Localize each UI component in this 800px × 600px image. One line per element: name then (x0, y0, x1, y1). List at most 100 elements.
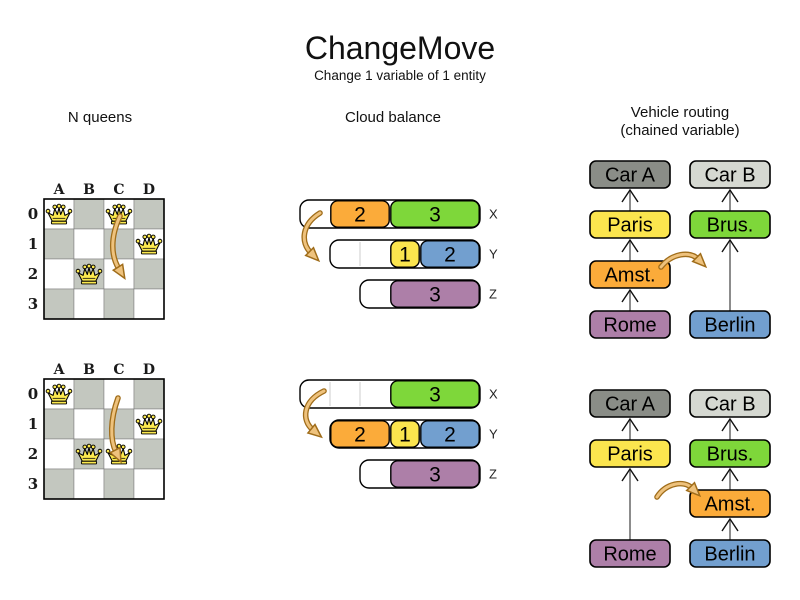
board-column-label: A (53, 362, 66, 378)
board-row-label: 0 (28, 385, 38, 403)
vrp-box-label: Paris (607, 444, 653, 466)
computer-label: Y (489, 247, 498, 262)
board-column-label: B (83, 362, 95, 378)
board-cell (133, 198, 165, 230)
chain-arrowhead (721, 417, 739, 432)
board-column-label: D (143, 182, 155, 198)
process-size-label: 3 (429, 464, 441, 487)
board-cell (133, 378, 165, 410)
board-cell (73, 288, 105, 320)
board-column-label: C (113, 182, 124, 198)
vrp-box-rome: Rome (589, 539, 671, 568)
board-cell (73, 228, 105, 260)
chain-arrowhead (721, 238, 739, 253)
move-arrow-body (108, 396, 122, 464)
section-title-vrp-line1: Vehicle routing (630, 104, 730, 121)
vrp-box-label: Brus. (707, 444, 754, 466)
vrp-box-berlin: Berlin (689, 310, 771, 339)
chain-link (621, 467, 639, 540)
chain-link (621, 238, 639, 261)
vrp-box-label: Car A (605, 394, 656, 416)
board-row-label: 2 (28, 265, 38, 283)
board-cell (73, 198, 105, 230)
vrp-box-rect (689, 539, 771, 568)
move-arrow-nqueens-before (109, 213, 126, 281)
process-size-label: 3 (429, 384, 441, 407)
chain-arrowhead (621, 188, 639, 203)
move-arrow-cloud-before (301, 210, 323, 263)
process-block-purple (390, 460, 480, 488)
computer-label: Z (489, 467, 497, 482)
board-cell (133, 468, 165, 500)
chain-link (621, 417, 639, 440)
board-column-label: B (83, 182, 95, 198)
process-size-label: 1 (399, 244, 411, 267)
process-size-label: 2 (444, 424, 456, 447)
vrp-box-amst: Amst. (689, 489, 771, 518)
board-cell (103, 288, 135, 320)
chain-arrowhead (621, 288, 639, 303)
vrp-box-rome: Rome (589, 310, 671, 339)
process-size-label: 2 (354, 204, 366, 227)
computer-label: Y (489, 427, 498, 442)
move-arrow-body (302, 211, 322, 263)
board-cell (133, 258, 165, 290)
vrp-box-rect (589, 210, 671, 239)
board-cell (103, 228, 135, 260)
move-arrow-body (655, 481, 702, 499)
vrp-box-label: Berlin (704, 544, 755, 566)
chain-arrowhead (721, 517, 739, 532)
page-subtitle: Change 1 variable of 1 entity (314, 68, 486, 83)
vrp-box-label: Rome (603, 315, 656, 337)
vrp-box-brus: Brus. (689, 210, 771, 239)
board-cell (73, 468, 105, 500)
section-title-nqueens: N queens (67, 109, 133, 126)
process-block-orange (330, 420, 390, 448)
page-title: ChangeMove (304, 30, 496, 66)
move-arrow-body (659, 252, 708, 269)
board-row-label: 1 (28, 415, 38, 433)
chain-link (721, 417, 739, 440)
process-block-blue (420, 420, 480, 448)
vrp-box-cara: Car A (589, 389, 671, 418)
board-row-label: 0 (28, 205, 38, 223)
board-row-label: 1 (28, 235, 38, 253)
board-row-label: 3 (28, 295, 38, 313)
board-cell (43, 228, 75, 260)
vrp-box-label: Rome (603, 544, 656, 566)
chain-link (721, 467, 739, 490)
chain-link (721, 188, 739, 211)
move-arrows (108, 210, 708, 500)
chain-arrowhead (721, 188, 739, 203)
board-cell (133, 288, 165, 320)
process-block-orange (330, 200, 390, 228)
section-title-cloud: Cloud balance (345, 109, 441, 126)
vrp-box-rect (589, 389, 671, 418)
process-block-purple (390, 280, 480, 308)
chain-arrowhead (621, 467, 639, 482)
vrp-box-rect (689, 160, 771, 189)
board-cell (43, 288, 75, 320)
vrp-box-rect (689, 210, 771, 239)
vrp-box-label: Paris (607, 215, 653, 237)
board-cell (103, 408, 135, 440)
move-arrow-vrp-before (658, 251, 708, 270)
vrp-box-label: Car B (704, 394, 755, 416)
chain-link (721, 517, 739, 540)
vrp-box-rect (589, 539, 671, 568)
process-block-blue (420, 240, 480, 268)
board-cell (43, 258, 75, 290)
vrp-box-amst: Amst. (589, 260, 671, 289)
vrp-state-after: Car A Car B Paris Brus. Amst. Rome Berlin (589, 389, 771, 568)
chain-arrowhead (721, 467, 739, 482)
